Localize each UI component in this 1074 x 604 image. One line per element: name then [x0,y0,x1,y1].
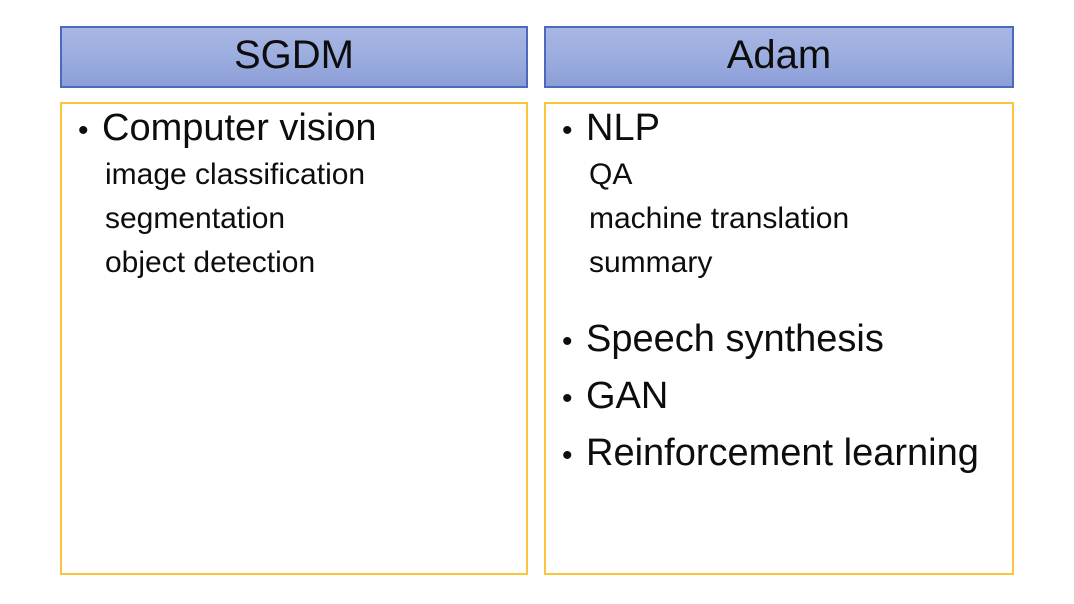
list-subitem: object detection [105,241,512,285]
list-item-label: GAN [586,375,669,417]
list-item-label: Speech synthesis [586,318,884,360]
bullet-icon: • [562,439,573,472]
list-subitem: QA [589,153,998,197]
list-item: • Computer vision [78,106,512,153]
list-item-label: Reinforcement learning [586,432,979,474]
list-subitem: segmentation [105,197,512,241]
adam-header-box: Adam [544,26,1014,88]
bullet-icon: • [562,114,573,147]
bullet-icon: • [562,325,573,358]
list-item: • NLP [562,106,998,153]
bullet-icon: • [78,114,89,147]
list-subitem-label: machine translation [589,202,850,235]
list-subitem-label: summary [589,246,713,279]
list-subitem-label: object detection [105,246,316,279]
adam-header-label: Adam [726,33,832,77]
bullet-icon: • [562,382,573,415]
adam-content-box: • NLP QA machine translation summary • S… [544,102,1014,575]
list-subitem-label: QA [589,158,633,191]
list-item: • GAN [562,374,998,421]
sgdm-content-box: • Computer vision image classification s… [60,102,528,575]
sgdm-header-label: SGDM [234,33,354,77]
list-subitem: machine translation [589,197,998,241]
list-subitem-label: segmentation [105,202,286,235]
list-subitem-label: image classification [105,158,366,191]
list-subitem: summary [589,241,998,285]
list-item-label: Computer vision [102,107,377,149]
list-item: • Speech synthesis [562,317,998,364]
list-item: • Reinforcement learning [562,431,998,478]
list-subitem: image classification [105,153,512,197]
sgdm-header-box: SGDM [60,26,528,88]
list-item-label: NLP [586,107,660,149]
